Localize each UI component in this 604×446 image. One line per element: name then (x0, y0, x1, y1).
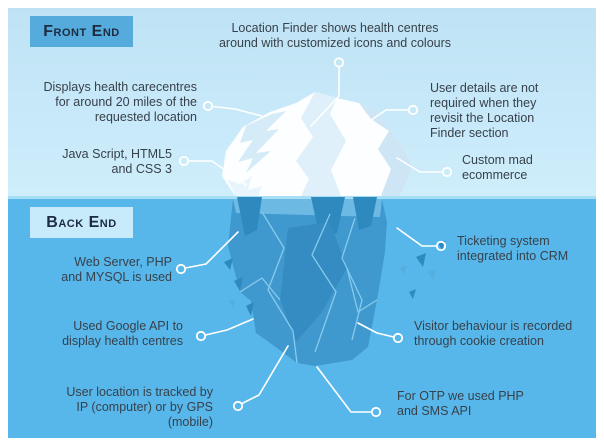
callout-custom-ecommerce: Custom mad ecommerce (462, 153, 533, 182)
connector-visitor-behaviour (357, 322, 395, 338)
connector-ticketing (396, 227, 438, 247)
connector-location-finder (310, 66, 340, 127)
refraction-pillar (237, 197, 262, 236)
callout-dot (333, 57, 345, 68)
connector-google-api (204, 318, 254, 336)
connector-user-location (241, 345, 289, 405)
callout-user-details: User details are not required when they … (430, 81, 539, 140)
callout-otp: For OTP we used PHP and SMS API (397, 389, 524, 418)
connector-web-server (184, 231, 239, 269)
connector-otp (316, 366, 373, 413)
callout-dot (232, 400, 244, 412)
connector-javascript (187, 160, 247, 186)
callout-web-server: Web Server, PHP and MYSQL is used (61, 255, 172, 284)
connector-displays-health (211, 105, 263, 117)
callout-displays-health: Displays health carecentres for around 2… (43, 80, 197, 124)
front-end-label: Front End (30, 16, 133, 47)
callout-connectors (184, 66, 444, 413)
callout-dot (370, 406, 382, 418)
callout-visitor-behaviour: Visitor behaviour is recorded through co… (414, 319, 573, 348)
callout-dot (392, 332, 404, 344)
callout-dot (407, 104, 419, 116)
back-end-label: Back End (30, 207, 133, 238)
callout-google-api: Used Google API to display health centre… (62, 319, 183, 348)
callout-dot (175, 263, 187, 275)
callout-dot (435, 240, 447, 252)
iceberg-below-water (228, 197, 387, 366)
callout-location-finder: Location Finder shows health centres aro… (218, 21, 452, 50)
callout-dot (195, 330, 207, 342)
callout-dot (441, 166, 453, 178)
callout-javascript: Java Script, HTML5 and CSS 3 (62, 147, 172, 176)
callout-dot (178, 155, 190, 167)
callout-ticketing: Ticketing system integrated into CRM (457, 234, 569, 263)
callout-dots (175, 57, 453, 418)
callout-dot (202, 100, 214, 112)
connector-user-details (351, 109, 410, 134)
refraction-pillar (353, 197, 377, 230)
iceberg-above-water (222, 92, 412, 196)
callout-user-location: User location is tracked by IP (computer… (66, 385, 213, 429)
connector-custom-ecommerce (396, 157, 444, 173)
